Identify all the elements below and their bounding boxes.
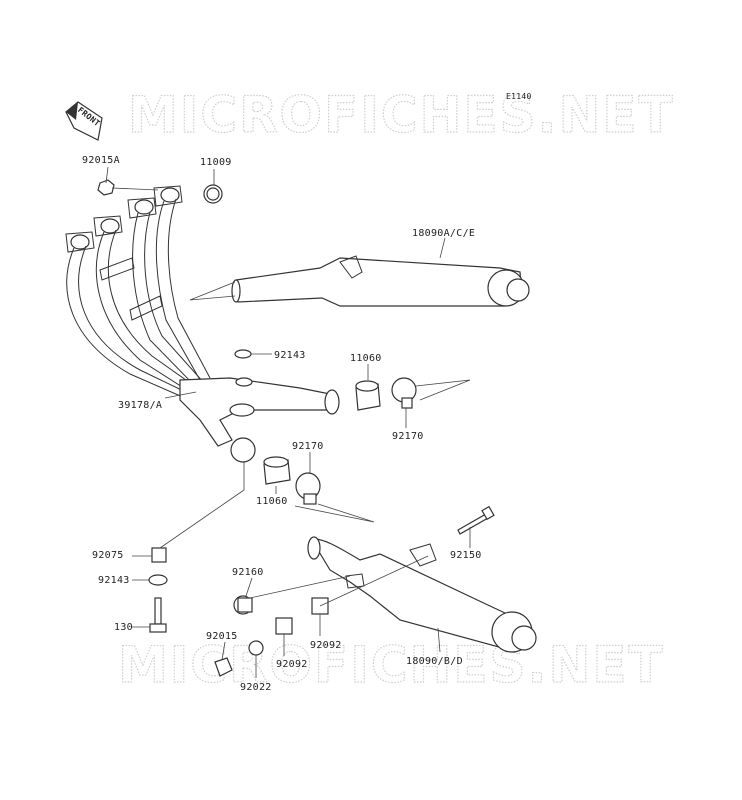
exhaust-header-pipes bbox=[65, 185, 340, 463]
label-92092-left: 92092 bbox=[276, 659, 308, 670]
label-92143-upper: 92143 bbox=[274, 350, 306, 361]
clamp-92170-lower bbox=[295, 472, 321, 505]
gasket-11060-upper bbox=[355, 380, 381, 411]
washer-92143-upper bbox=[234, 349, 252, 359]
label-92022: 92022 bbox=[240, 682, 272, 693]
label-18090ACE: 18090A/C/E bbox=[412, 228, 475, 239]
label-92150: 92150 bbox=[450, 550, 482, 561]
label-92075: 92075 bbox=[92, 550, 124, 561]
grommet-92075 bbox=[151, 547, 167, 563]
upper-muffler bbox=[189, 255, 530, 307]
label-11009: 11009 bbox=[200, 157, 232, 168]
label-92015A: 92015A bbox=[82, 155, 120, 166]
label-130: 130 bbox=[114, 622, 133, 633]
gasket-11009 bbox=[203, 184, 223, 204]
label-92092-right: 92092 bbox=[310, 640, 342, 651]
watermark-bottom: MICROFICHES.NET bbox=[118, 636, 665, 694]
collar-92160 bbox=[233, 595, 253, 615]
label-11060-upper: 11060 bbox=[350, 353, 382, 364]
nut-92015a bbox=[97, 179, 115, 196]
label-39178A: 39178/A bbox=[118, 400, 162, 411]
nut-92015 bbox=[214, 657, 233, 677]
grommet-92092-left bbox=[275, 617, 293, 635]
bolt-130 bbox=[149, 597, 167, 633]
gasket-11060-lower bbox=[263, 456, 291, 485]
label-92160: 92160 bbox=[232, 567, 264, 578]
washer-92143-lower bbox=[148, 574, 168, 586]
label-92170-lower: 92170 bbox=[292, 441, 324, 452]
label-18090BD: 18090/B/D bbox=[406, 656, 463, 667]
label-92143-lower: 92143 bbox=[98, 575, 130, 586]
front-arrow-icon: FRONT bbox=[65, 101, 103, 141]
lower-muffler bbox=[307, 536, 537, 653]
diagram-code: E1140 bbox=[506, 92, 532, 101]
label-92015: 92015 bbox=[206, 631, 238, 642]
washer-92022 bbox=[248, 640, 264, 656]
label-11060-lower: 11060 bbox=[256, 496, 288, 507]
leader-lines bbox=[105, 166, 471, 678]
watermark-top: MICROFICHES.NET bbox=[128, 86, 675, 144]
bolt-92150 bbox=[457, 505, 495, 535]
part-labels: 92015A 11009 18090A/C/E 92143 11060 3917… bbox=[82, 155, 482, 693]
label-92170-upper: 92170 bbox=[392, 431, 424, 442]
clamp-92170-upper bbox=[391, 377, 417, 409]
